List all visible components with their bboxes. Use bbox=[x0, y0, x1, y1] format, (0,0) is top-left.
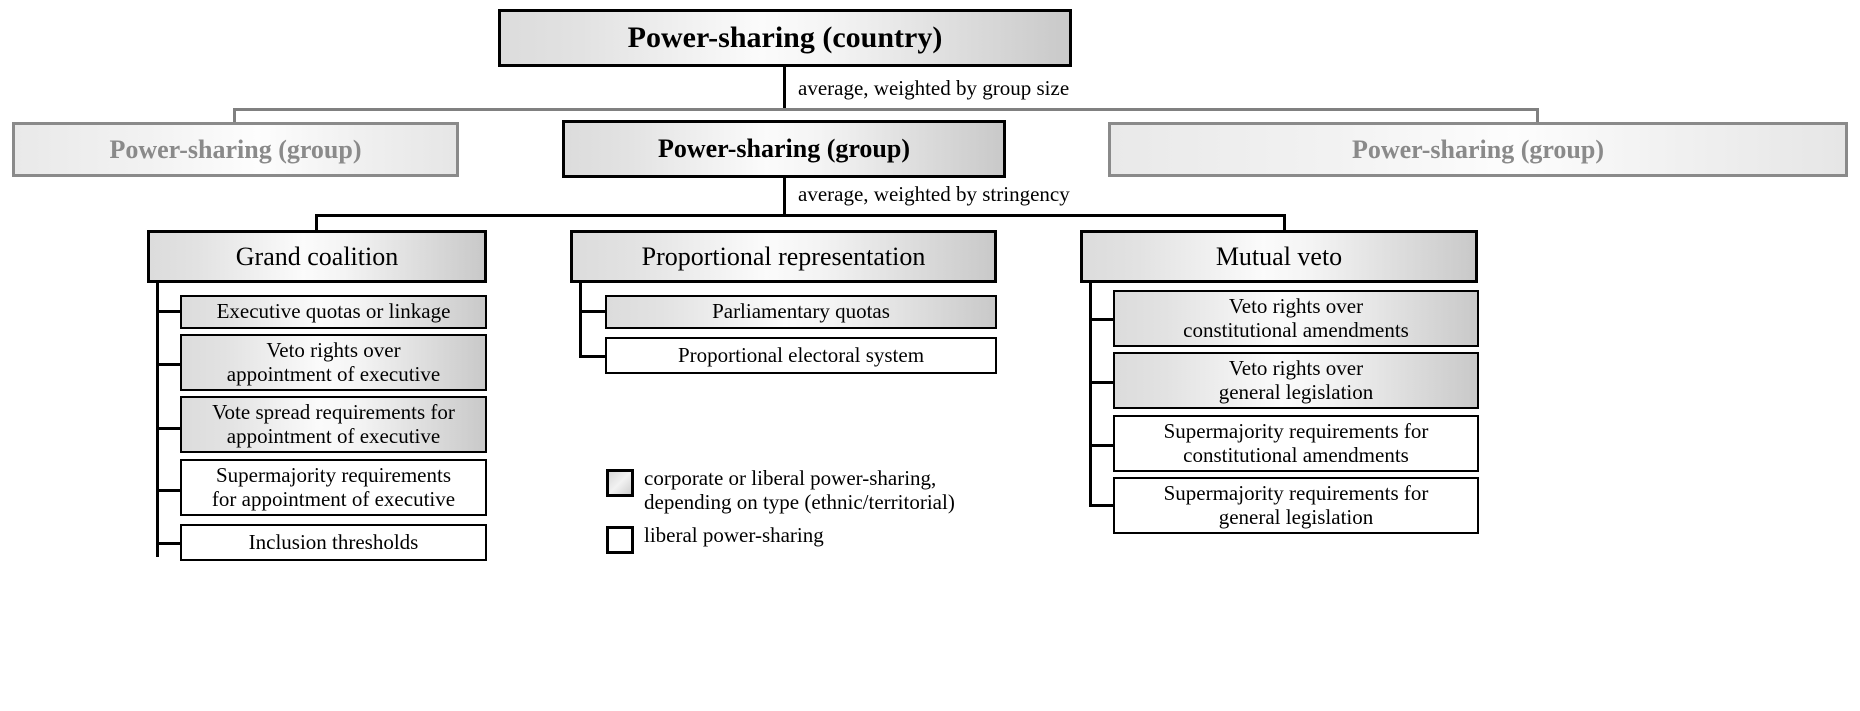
connector-group-stem bbox=[783, 178, 786, 215]
node-power-sharing-country[interactable]: Power-sharing (country) bbox=[498, 9, 1072, 67]
connector-stub-mv-4 bbox=[1089, 504, 1115, 507]
connector-mutual-veto-spine bbox=[1089, 283, 1092, 507]
connector-stub-gc-4 bbox=[156, 489, 182, 492]
node-mutual-veto[interactable]: Mutual veto bbox=[1080, 230, 1478, 283]
node-power-sharing-group-right[interactable]: Power-sharing (group) bbox=[1108, 122, 1848, 177]
leaf-supermajority-appointment-executive[interactable]: Supermajority requirements for appointme… bbox=[180, 459, 487, 516]
leaf-vote-spread-requirements[interactable]: Vote spread requirements for appointment… bbox=[180, 396, 487, 453]
edge-label-country-to-group: average, weighted by group size bbox=[798, 76, 1070, 100]
legend-label-liberal: liberal power-sharing bbox=[644, 523, 824, 547]
connector-stub-gc-5 bbox=[156, 542, 182, 545]
legend-item-corporate-or-liberal: corporate or liberal power-sharing, depe… bbox=[606, 466, 955, 514]
connector-dimension-left-drop bbox=[315, 214, 318, 232]
leaf-proportional-electoral-system[interactable]: Proportional electoral system bbox=[605, 337, 997, 374]
leaf-inclusion-thresholds[interactable]: Inclusion thresholds bbox=[180, 524, 487, 561]
leaf-supermajority-constitutional-amendments[interactable]: Supermajority requirements for constitut… bbox=[1113, 415, 1479, 472]
edge-label-group-to-dimension: average, weighted by stringency bbox=[798, 182, 1070, 206]
legend-item-liberal: liberal power-sharing bbox=[606, 523, 824, 554]
connector-stub-gc-2 bbox=[156, 363, 182, 366]
connector-group-bus bbox=[233, 108, 1539, 111]
legend-label-corporate-or-liberal: corporate or liberal power-sharing, depe… bbox=[644, 466, 955, 514]
leaf-veto-rights-appointment-executive[interactable]: Veto rights over appointment of executiv… bbox=[180, 334, 487, 391]
connector-stub-mv-3 bbox=[1089, 444, 1115, 447]
node-power-sharing-group-left[interactable]: Power-sharing (group) bbox=[12, 122, 459, 177]
connector-dimension-right-drop bbox=[1283, 214, 1286, 232]
connector-stub-gc-1 bbox=[156, 310, 182, 313]
connector-stub-gc-3 bbox=[156, 427, 182, 430]
legend-swatch-white-icon bbox=[606, 526, 634, 554]
connector-stub-pr-1 bbox=[579, 310, 607, 313]
leaf-supermajority-general-legislation[interactable]: Supermajority requirements for general l… bbox=[1113, 477, 1479, 534]
connector-stub-pr-2 bbox=[579, 355, 607, 358]
connector-proportional-spine bbox=[579, 283, 582, 358]
connector-dimension-bus bbox=[315, 214, 1286, 217]
legend-swatch-gradient-icon bbox=[606, 469, 634, 497]
leaf-executive-quotas-or-linkage[interactable]: Executive quotas or linkage bbox=[180, 295, 487, 329]
leaf-veto-rights-general-legislation[interactable]: Veto rights over general legislation bbox=[1113, 352, 1479, 409]
connector-grand-coalition-spine bbox=[156, 283, 159, 557]
node-grand-coalition[interactable]: Grand coalition bbox=[147, 230, 487, 283]
connector-root-stem bbox=[783, 67, 786, 111]
connector-stub-mv-2 bbox=[1089, 381, 1115, 384]
connector-group-left-drop bbox=[233, 108, 236, 123]
node-proportional-representation[interactable]: Proportional representation bbox=[570, 230, 997, 283]
node-power-sharing-group-center[interactable]: Power-sharing (group) bbox=[562, 120, 1006, 178]
connector-stub-mv-1 bbox=[1089, 318, 1115, 321]
leaf-veto-rights-constitutional-amendments[interactable]: Veto rights over constitutional amendmen… bbox=[1113, 290, 1479, 347]
leaf-parliamentary-quotas[interactable]: Parliamentary quotas bbox=[605, 295, 997, 329]
connector-group-right-drop bbox=[1536, 108, 1539, 123]
